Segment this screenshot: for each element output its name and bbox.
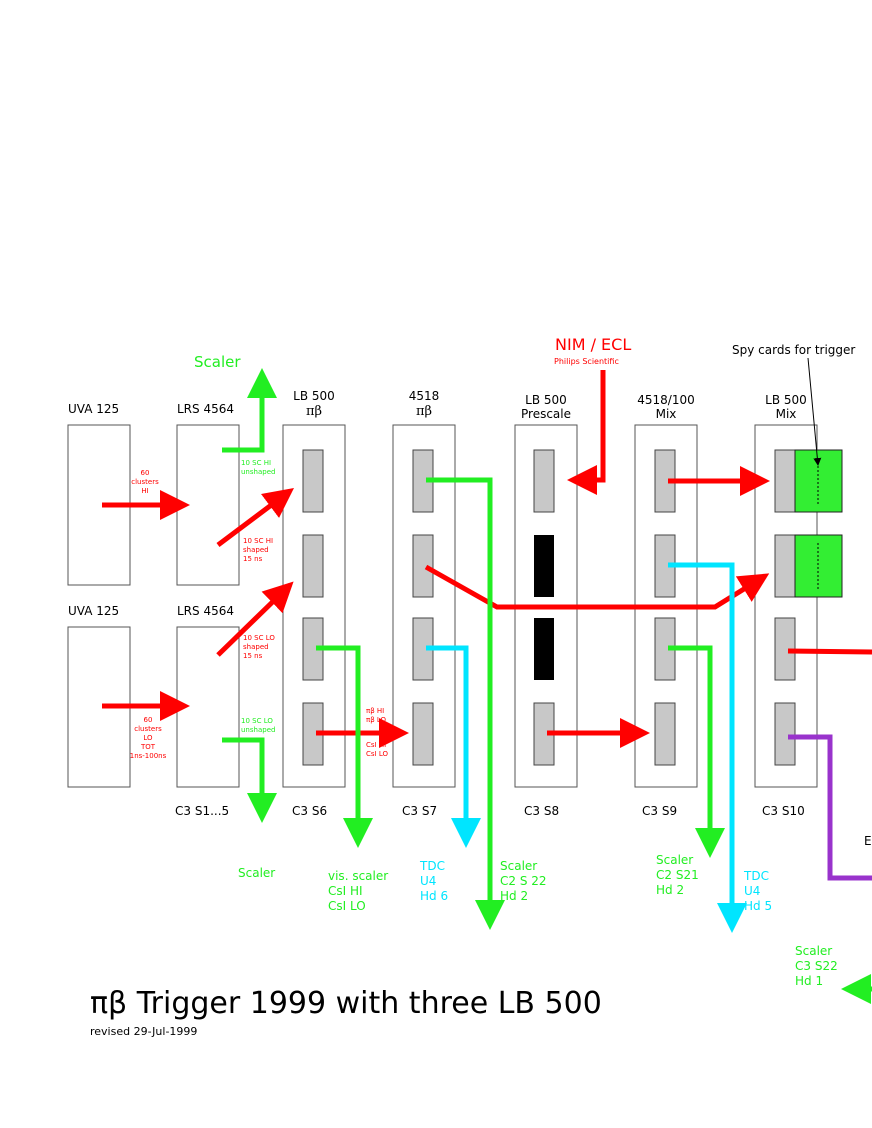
annotation: 1ns-100ns bbox=[130, 752, 167, 760]
annotation: LO bbox=[143, 734, 153, 742]
output-label: Scaler bbox=[795, 944, 832, 958]
slot bbox=[774, 534, 796, 598]
spy-pointer-line bbox=[807, 357, 822, 466]
crate-label: C3 S7 bbox=[402, 804, 437, 818]
output-label: CsI HI bbox=[328, 884, 363, 898]
slot bbox=[774, 702, 796, 766]
annotation: unshaped bbox=[241, 468, 275, 476]
output-label: Hd 1 bbox=[795, 974, 823, 988]
slot bbox=[654, 702, 676, 766]
module-label: LB 500 bbox=[525, 393, 567, 407]
annotation: 60 bbox=[141, 469, 150, 477]
output-label: Hd 5 bbox=[744, 899, 772, 913]
slot bbox=[302, 534, 324, 598]
edge-label: E bbox=[864, 834, 872, 848]
scaler-top-label: Scaler bbox=[194, 353, 241, 371]
output-label: Hd 2 bbox=[500, 889, 528, 903]
annotation: unshaped bbox=[241, 726, 275, 734]
output-label: C3 S22 bbox=[795, 959, 838, 973]
output-label: CsI LO bbox=[328, 899, 366, 913]
annotation: CsI LO bbox=[366, 750, 388, 758]
crate-label: C3 S8 bbox=[524, 804, 559, 818]
slot bbox=[302, 449, 324, 513]
module-label: Prescale bbox=[521, 407, 571, 421]
arrow-vis-scaler bbox=[316, 645, 373, 848]
output-label: U4 bbox=[744, 884, 760, 898]
module-label: πβ bbox=[306, 404, 322, 419]
crate-label: C3 S10 bbox=[762, 804, 805, 818]
slot bbox=[412, 702, 434, 766]
module-label: 4518 bbox=[409, 389, 440, 403]
output-label: Scaler bbox=[656, 853, 693, 867]
nim-ecl-label: NIM / ECL bbox=[555, 335, 631, 354]
arrow-scaler-up bbox=[222, 368, 277, 453]
slot bbox=[412, 534, 434, 598]
spy-card-2 bbox=[794, 534, 843, 598]
annotation: πβ HI bbox=[366, 707, 384, 715]
slot-empty bbox=[534, 618, 554, 680]
output-label: vis. scaler bbox=[328, 869, 388, 883]
module-label: LRS 4564 bbox=[177, 604, 234, 618]
output-label: TDC bbox=[743, 869, 769, 883]
module-label: LB 500 bbox=[293, 389, 335, 403]
slot-empty bbox=[534, 535, 554, 597]
annotation: shaped bbox=[243, 643, 269, 651]
annotation: shaped bbox=[243, 546, 269, 554]
arrow-scaler-down bbox=[222, 737, 277, 823]
output-label: C2 S 22 bbox=[500, 874, 547, 888]
annotation: clusters bbox=[134, 725, 162, 733]
annotation: 10 SC LO bbox=[243, 634, 275, 642]
arrow-nim-to-prescale bbox=[567, 370, 606, 495]
annotation: πβ LO bbox=[366, 716, 387, 724]
output-label: C2 S21 bbox=[656, 868, 699, 882]
module-label: Mix bbox=[776, 407, 797, 421]
crate-label: C3 S1...5 bbox=[175, 804, 229, 818]
module-label: πβ bbox=[416, 404, 432, 419]
module-label: LRS 4564 bbox=[177, 402, 234, 416]
annotation: TOT bbox=[140, 743, 156, 751]
output-label: Hd 6 bbox=[420, 889, 448, 903]
annotation: 60 bbox=[144, 716, 153, 724]
annotation: clusters bbox=[131, 478, 159, 486]
slot bbox=[774, 449, 796, 513]
module-label: LB 500 bbox=[765, 393, 807, 407]
annotation: 10 SC LO bbox=[241, 717, 273, 725]
arrow-4518-to-lbmix bbox=[424, 564, 770, 610]
arrow-schi-shaped bbox=[216, 488, 294, 547]
module-label: Mix bbox=[656, 407, 677, 421]
spy-card-1 bbox=[794, 449, 843, 513]
arrow-tdc-hd6 bbox=[426, 645, 481, 848]
arrow-tdc-hd5 bbox=[668, 562, 747, 933]
slot bbox=[533, 449, 555, 513]
lrs4564-module-2 bbox=[176, 626, 240, 788]
output-label: TDC bbox=[419, 859, 445, 873]
arrow-scaler-c2s21 bbox=[668, 645, 725, 858]
spy-cards-label: Spy cards for trigger bbox=[732, 343, 855, 357]
output-label: Scaler bbox=[238, 866, 275, 880]
output-label: Scaler bbox=[500, 859, 537, 873]
annotation: 15 ns bbox=[243, 652, 263, 660]
annotation: 10 SC HI bbox=[241, 459, 271, 467]
line-lbmix-purple bbox=[788, 734, 872, 881]
annotation: 15 ns bbox=[243, 555, 263, 563]
output-label: U4 bbox=[420, 874, 436, 888]
revised-date: revised 29-Jul-1999 bbox=[90, 1025, 197, 1038]
module-label: UVA 125 bbox=[68, 402, 119, 416]
module-label: UVA 125 bbox=[68, 604, 119, 618]
arrow-scaler-c2s22 bbox=[426, 477, 505, 930]
output-label: Hd 2 bbox=[656, 883, 684, 897]
page-title: πβ Trigger 1999 with three LB 500 bbox=[90, 986, 602, 1021]
philips-label: Philips Scientific bbox=[554, 357, 619, 366]
module-label: 4518/100 bbox=[637, 393, 695, 407]
annotation: 10 SC HI bbox=[243, 537, 273, 545]
annotation: HI bbox=[141, 487, 148, 495]
crate-label: C3 S6 bbox=[292, 804, 327, 818]
arrow-sclo-shaped bbox=[216, 581, 294, 657]
line-lbmix-out bbox=[787, 648, 872, 655]
annotation: CsI HI bbox=[366, 741, 386, 749]
crate-label: C3 S9 bbox=[642, 804, 677, 818]
